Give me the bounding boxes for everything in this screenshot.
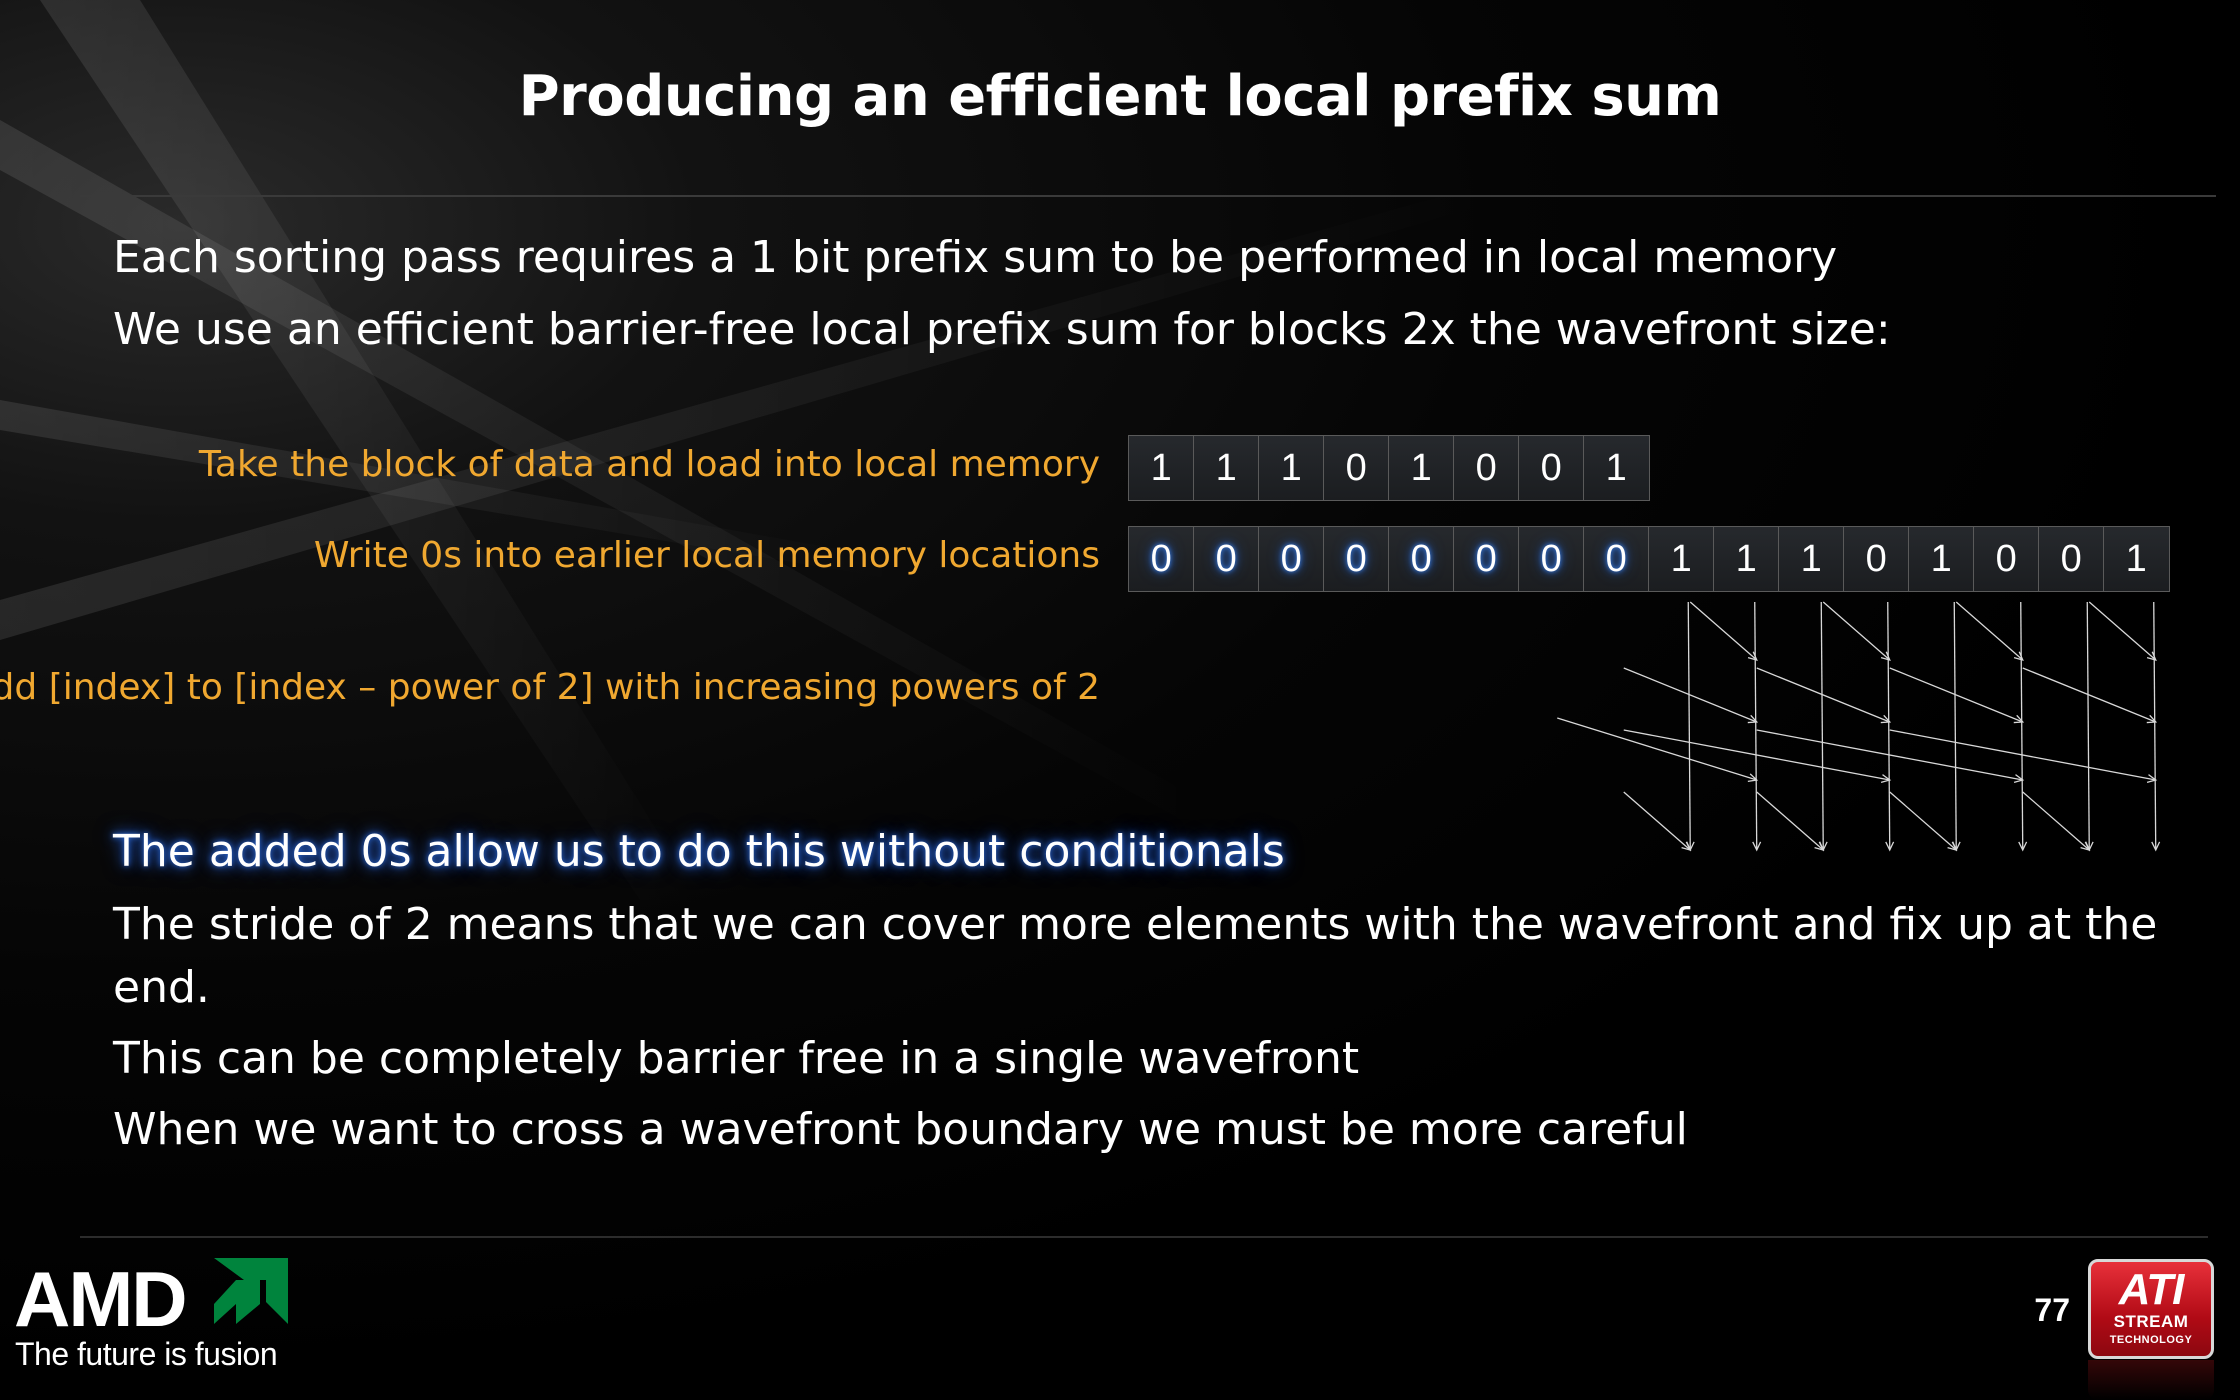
sum-arrow bbox=[1822, 601, 1891, 661]
data-cell: 1 bbox=[1908, 526, 1975, 592]
data-cell: 0 bbox=[1453, 435, 1520, 501]
title-divider bbox=[80, 195, 2216, 197]
sum-arrow bbox=[1885, 601, 1895, 852]
sum-arrow bbox=[2018, 601, 2028, 852]
zero-pad-cell: 0 bbox=[1128, 526, 1195, 592]
ati-logo-text: ATI bbox=[2118, 1265, 2185, 1314]
sum-arrow bbox=[1685, 601, 1695, 852]
sum-arrow bbox=[2088, 601, 2157, 661]
prefix-sum-arrows-diagram bbox=[1557, 601, 2161, 852]
bullet-barrier-free: This can be completely barrier free in a… bbox=[113, 1033, 1360, 1084]
bullet-stride: The stride of 2 means that we can cover … bbox=[113, 899, 2158, 1013]
ati-stream-text: STREAM bbox=[2113, 1312, 2189, 1331]
data-cell: 1 bbox=[2103, 526, 2170, 592]
zero-pad-cell: 0 bbox=[1388, 526, 1455, 592]
sum-arrow bbox=[1557, 717, 1759, 782]
sum-arrow bbox=[1752, 601, 1762, 852]
sum-arrow bbox=[1951, 601, 1961, 852]
slide-title: Producing an efficient local prefix sum bbox=[518, 64, 1722, 129]
sum-arrow bbox=[2084, 601, 2094, 852]
data-cell: 0 bbox=[1323, 435, 1390, 501]
data-cell: 1 bbox=[1778, 526, 1845, 592]
zero-pad-cell: 0 bbox=[1258, 526, 1325, 592]
sum-arrow bbox=[2022, 791, 2091, 851]
zero-pad-cell: 0 bbox=[1453, 526, 1520, 592]
sum-arrow bbox=[1756, 791, 1825, 851]
data-cell: 1 bbox=[1193, 435, 1260, 501]
sum-arrow bbox=[1756, 729, 2025, 783]
sum-arrow bbox=[1623, 729, 1892, 783]
step-label-load: Take the block of data and load into loc… bbox=[198, 444, 1100, 485]
sum-arrow bbox=[1756, 667, 1892, 724]
footer-divider bbox=[80, 1236, 2208, 1238]
zero-pad-cell: 0 bbox=[1193, 526, 1260, 592]
sum-arrow bbox=[1889, 791, 1958, 851]
data-cell: 1 bbox=[1713, 526, 1780, 592]
sum-arrow bbox=[1689, 601, 1758, 661]
sum-arrow bbox=[1818, 601, 1828, 852]
bullet-cross-boundary: When we want to cross a wavefront bounda… bbox=[113, 1104, 1688, 1155]
data-cell: 0 bbox=[1973, 526, 2040, 592]
highlighted-bullet: The added 0s allow us to do this without… bbox=[113, 826, 1285, 877]
sum-arrow bbox=[1623, 791, 1692, 851]
page-number: 77 bbox=[2034, 1292, 2070, 1328]
data-cell: 0 bbox=[1518, 435, 1585, 501]
data-cell: 1 bbox=[1388, 435, 1455, 501]
ati-stream-logo: ATI STREAM TECHNOLOGY bbox=[2088, 1259, 2214, 1359]
zero-pad-cell: 0 bbox=[1323, 526, 1390, 592]
amd-logo: AMD bbox=[14, 1255, 188, 1343]
data-cell: 0 bbox=[1843, 526, 1910, 592]
sum-arrow bbox=[1955, 601, 2024, 661]
sum-arrow bbox=[2022, 667, 2158, 724]
data-cell: 1 bbox=[1583, 435, 1650, 501]
sum-arrow bbox=[2151, 601, 2161, 852]
sum-arrow bbox=[1889, 667, 2025, 724]
data-cell: 1 bbox=[1258, 435, 1325, 501]
step-label-write-zeros: Write 0s into earlier local memory locat… bbox=[313, 535, 1100, 576]
intro-line: We use an efficient barrier-free local p… bbox=[113, 304, 1891, 355]
zero-pad-cell: 0 bbox=[1583, 526, 1650, 592]
intro-line: Each sorting pass requires a 1 bit prefi… bbox=[113, 232, 1838, 283]
amd-tagline: The future is fusion bbox=[15, 1336, 278, 1372]
sum-arrow bbox=[1623, 667, 1759, 724]
zero-pad-cell: 0 bbox=[1518, 526, 1585, 592]
ati-logo-reflection bbox=[2088, 1360, 2214, 1400]
step-label-add: Add [index] to [index – power of 2] with… bbox=[0, 667, 1100, 708]
data-cell: 1 bbox=[1128, 435, 1195, 501]
ati-technology-text: TECHNOLOGY bbox=[2109, 1334, 2193, 1346]
data-cell: 1 bbox=[1648, 526, 1715, 592]
padded-memory-row: 0 0 0 0 0 0 0 0 1 1 1 0 1 0 0 1 bbox=[1128, 526, 2170, 592]
data-cell: 0 bbox=[2038, 526, 2105, 592]
amd-arrow-icon bbox=[214, 1258, 288, 1324]
sum-arrow bbox=[1889, 729, 2158, 783]
data-block-row: 1 1 1 0 1 0 0 1 bbox=[1128, 435, 1650, 501]
